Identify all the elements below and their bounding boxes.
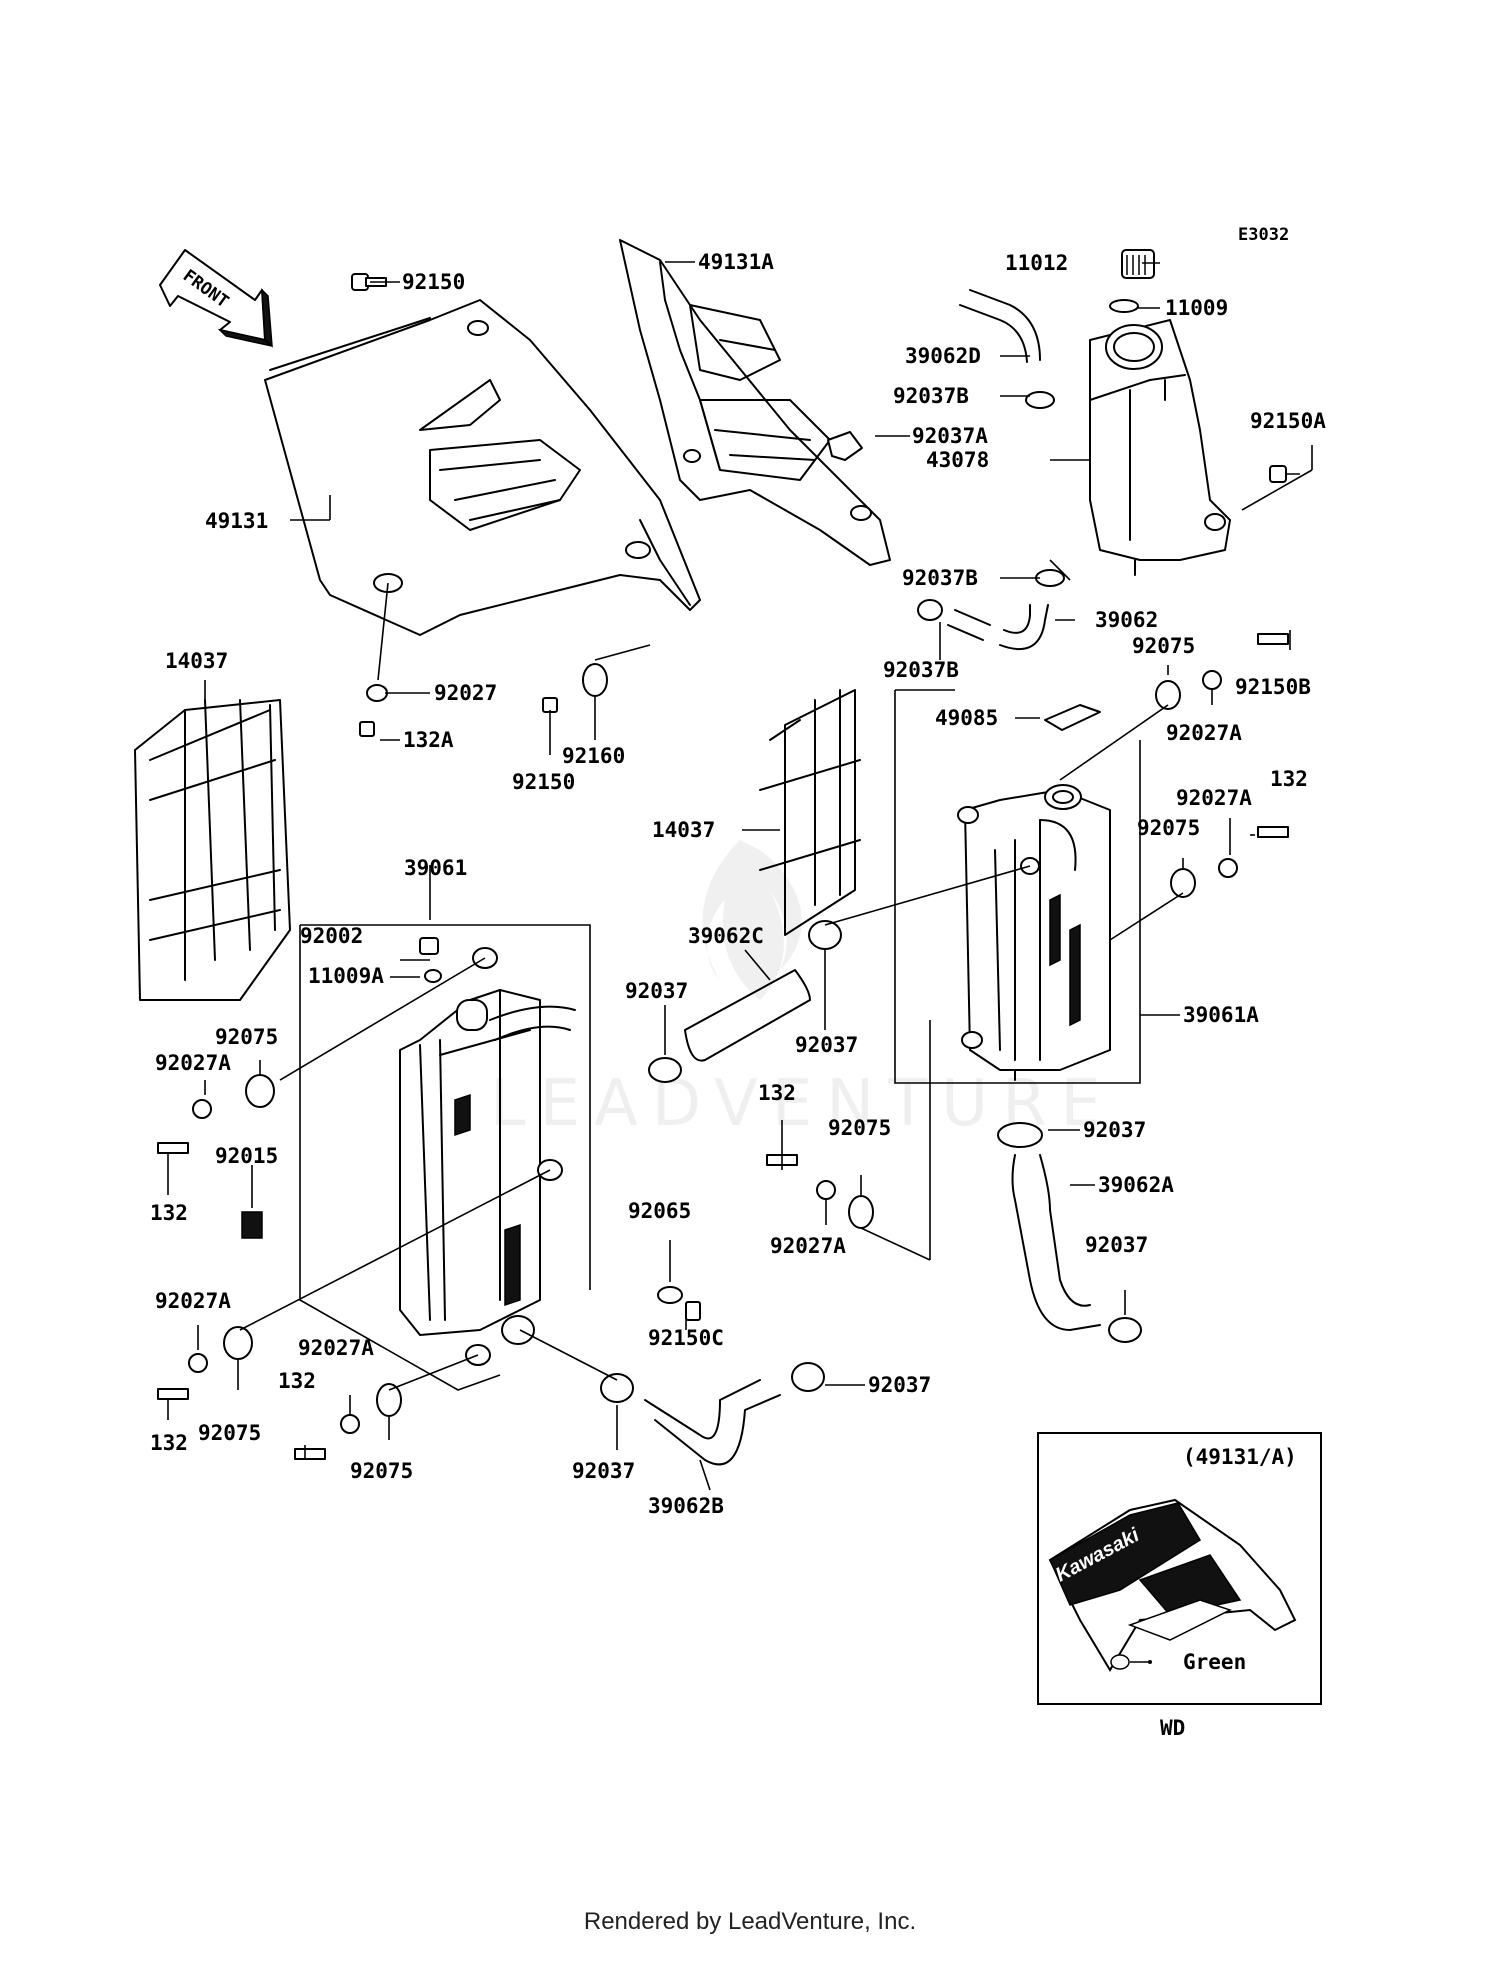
part-label: 92037 [1083,1118,1146,1142]
part-label: 92037 [625,979,688,1003]
part-label: 92150C [648,1326,724,1350]
collar-icon [188,670,1238,1434]
part-label: 11009A [308,964,384,988]
radiator-left [399,947,576,1366]
part-label: 92150 [512,770,575,794]
part-label: 92027A [155,1051,231,1075]
part-label: 92015 [215,1144,278,1168]
part-label: 92150B [1235,675,1311,699]
part-label: 92027A [1176,786,1252,810]
part-label: 132 [278,1369,316,1393]
part-label: 49131 [205,509,268,533]
part-label: 39062 [1095,608,1158,632]
radiator-guard-left [134,699,291,1001]
part-label: 132 [758,1081,796,1105]
bracket-outline [894,689,1141,1084]
part-label: 92075 [1137,816,1200,840]
footer-credit: Rendered by LeadVenture, Inc. [583,1908,917,1935]
part-label: 39061A [1183,1003,1259,1027]
hose-clip-icon [827,391,1065,621]
part-label: 39062A [1098,1173,1174,1197]
part-label: 49131A [698,250,774,274]
part-label: 14037 [165,649,228,673]
part-label: 92037 [795,1033,858,1057]
part-label: 92002 [300,924,363,948]
part-label: 92027 [434,681,497,705]
part-label: 92065 [628,1199,691,1223]
part-label: 92037 [868,1373,931,1397]
part-label: 92027A [298,1336,374,1360]
part-label: 39062D [905,344,981,368]
watermark-flame-icon [702,840,802,1000]
part-label: 49085 [935,706,998,730]
part-label: 92075 [350,1459,413,1483]
part-label: 132 [1270,767,1308,791]
part-label: 132 [150,1201,188,1225]
filler-cap [1121,249,1155,279]
reservoir-tank [1089,319,1231,576]
inset-color-label: Green [1183,1650,1246,1674]
part-label: 92027A [155,1289,231,1313]
gasket [1044,704,1101,731]
part-label: 92037B [893,384,969,408]
radiator-hose [644,1379,781,1466]
radiator-hose [1011,1154,1101,1331]
part-label: 92037 [1085,1233,1148,1257]
part-label: 92075 [198,1421,261,1445]
diagram-code: E3032 [1238,225,1289,245]
bracket-outline [299,924,591,1391]
part-label: 92075 [215,1025,278,1049]
part-label: 92037B [883,658,959,682]
radiator-hose [684,969,811,1062]
part-label: 92150A [1250,409,1326,433]
bolt-icon [1269,465,1300,483]
part-label: 92027A [770,1234,846,1258]
part-label: 92037A [912,424,988,448]
shroud-decal-illustration: Kawasaki [1048,1498,1297,1672]
inset-caption: WD [1160,1716,1185,1740]
part-label: 11009 [1165,296,1228,320]
part-label: 132 [150,1431,188,1455]
part-label: 43078 [926,448,989,472]
part-label: 39062B [648,1494,724,1518]
front-arrow-icon: FRONT [159,249,273,348]
part-label: 39062C [688,924,764,948]
part-label: 92037 [572,1459,635,1483]
part-label: 11012 [1005,251,1068,275]
leader-lines [167,261,1313,1491]
part-label: 92160 [562,744,625,768]
hose-clamp-icon [600,920,1142,1403]
part-label: 92027A [1166,721,1242,745]
clip-nut-icon [241,1211,263,1239]
overflow-hose [947,604,1049,650]
radiator-right [957,784,1111,1081]
watermark: LEADVENTURE [490,1067,1115,1141]
part-label: 132A [403,728,454,752]
grommet-icon [223,663,1196,1417]
radiator-shroud-right [619,239,891,566]
part-label: 14037 [652,818,715,842]
radiator-shroud-left [264,299,701,636]
inset-box: (49131/A) Kawasaki Green [1037,1432,1322,1705]
gasket [1109,299,1139,313]
part-label: 92075 [1132,634,1195,658]
part-labels: 92150 49131A 11012 11009 39062D 92037B 9… [150,250,1326,1518]
part-label: 39061 [404,856,467,880]
part-label: 92075 [828,1116,891,1140]
radiator-guard-right [759,689,861,936]
inset-ref: (49131/A) [1183,1445,1297,1469]
part-label: 92150 [402,270,465,294]
part-label: 92037B [902,566,978,590]
